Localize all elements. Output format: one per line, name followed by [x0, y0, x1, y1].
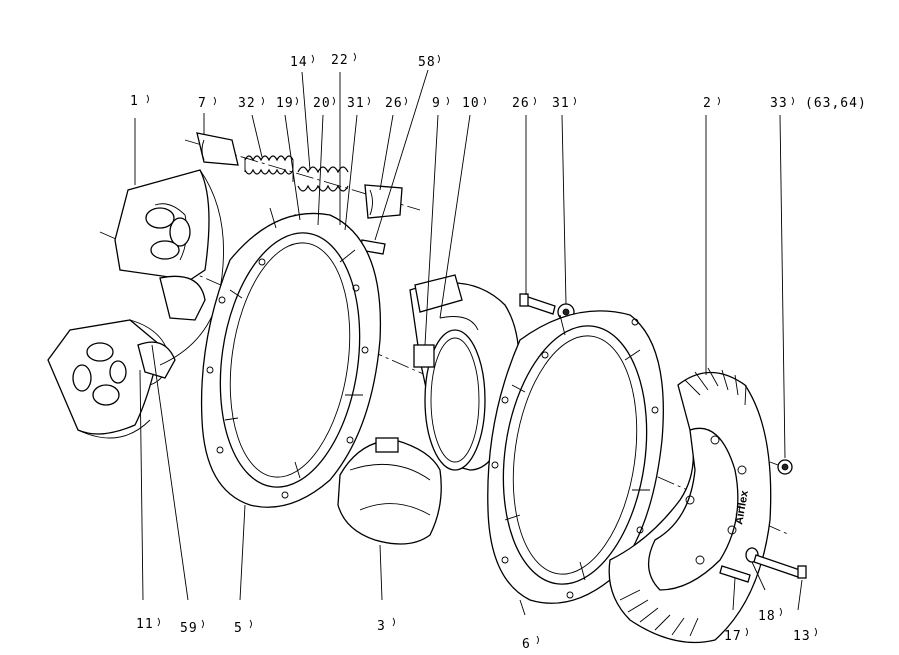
label-19: 19	[276, 96, 294, 111]
label-26-b: 26	[512, 96, 530, 111]
label-13: 13	[793, 629, 811, 644]
part-5-ring	[200, 207, 382, 508]
part-6-ring	[487, 310, 664, 604]
label-33: 33	[770, 96, 788, 111]
label-parens	[146, 52, 817, 645]
label-7: 7	[198, 96, 207, 111]
label-20: 20	[313, 96, 331, 111]
label-18: 18	[758, 609, 776, 624]
label-1: 1	[130, 94, 139, 109]
label-11: 11	[136, 617, 154, 632]
part-3-shoe	[337, 437, 442, 545]
label-14: 14	[290, 55, 308, 70]
label-31-b: 31	[552, 96, 570, 111]
label-17: 17	[724, 629, 742, 644]
label-59: 59	[180, 621, 198, 636]
label-5: 5	[234, 621, 243, 636]
fasteners-13-17-18	[719, 547, 807, 583]
label-22: 22	[331, 53, 349, 68]
nut-33	[769, 459, 793, 475]
label-31-a: 31	[347, 96, 365, 111]
part-32-spring	[244, 155, 294, 182]
part-14-spring	[297, 166, 349, 192]
part-9-10-shoe	[409, 274, 520, 471]
callout-labels: 1 7 32 19 14 22 20 31 26 58 9 10 26 31 2…	[130, 53, 867, 652]
label-26-a: 26	[385, 96, 403, 111]
label-6: 6	[522, 637, 531, 652]
label-3: 3	[377, 619, 386, 634]
part-58-shoe	[364, 184, 403, 219]
label-9: 9	[432, 96, 441, 111]
label-2: 2	[703, 96, 712, 111]
center-axis	[99, 231, 791, 536]
label-32: 32	[238, 96, 256, 111]
label-33-alt: (63,64)	[805, 96, 867, 111]
leader-lines	[134, 69, 803, 616]
part-7-clip	[196, 132, 239, 166]
part-1-hub	[47, 169, 225, 439]
label-58: 58	[418, 55, 436, 70]
label-10: 10	[462, 96, 480, 111]
